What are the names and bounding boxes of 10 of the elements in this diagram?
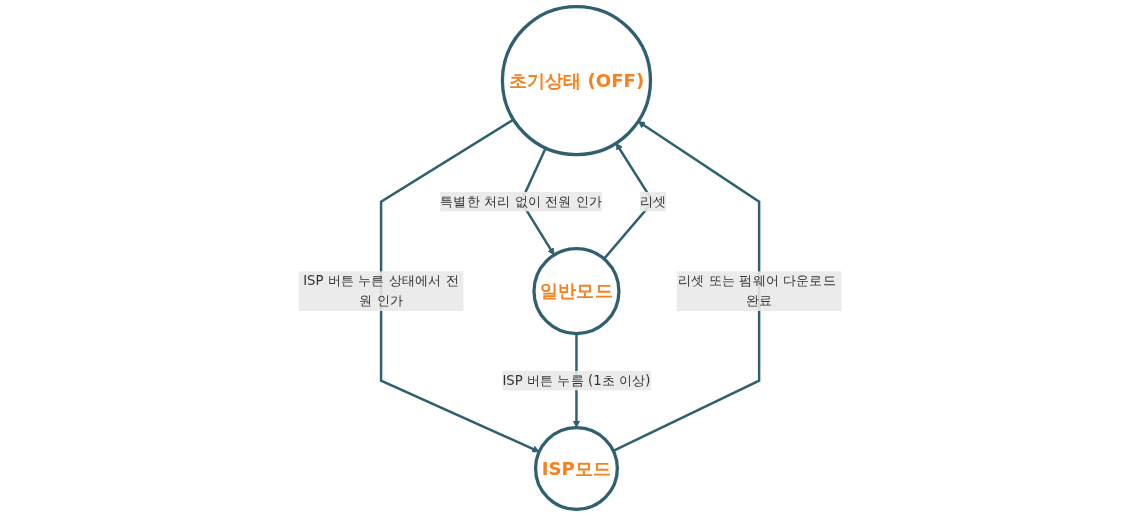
- node-circle: 일반모드: [532, 247, 621, 336]
- edge-label: ISP 버튼 누른 상태에서 전원 인가: [303, 272, 459, 309]
- node-circle: 초기상태 (OFF): [500, 4, 653, 157]
- arrow: [379, 118, 540, 453]
- edge-label: 특별한 처리 없이 전원 인가: [440, 193, 602, 210]
- edge-label: 리셋: [639, 193, 667, 210]
- node-circle: ISP모드: [533, 425, 619, 512]
- arrow: [612, 121, 761, 452]
- edge-label: 리셋 또는 펌웨어 다운로드 완료: [678, 272, 836, 309]
- edge-label: ISP 버튼 누름 (1초 이상): [502, 372, 651, 389]
